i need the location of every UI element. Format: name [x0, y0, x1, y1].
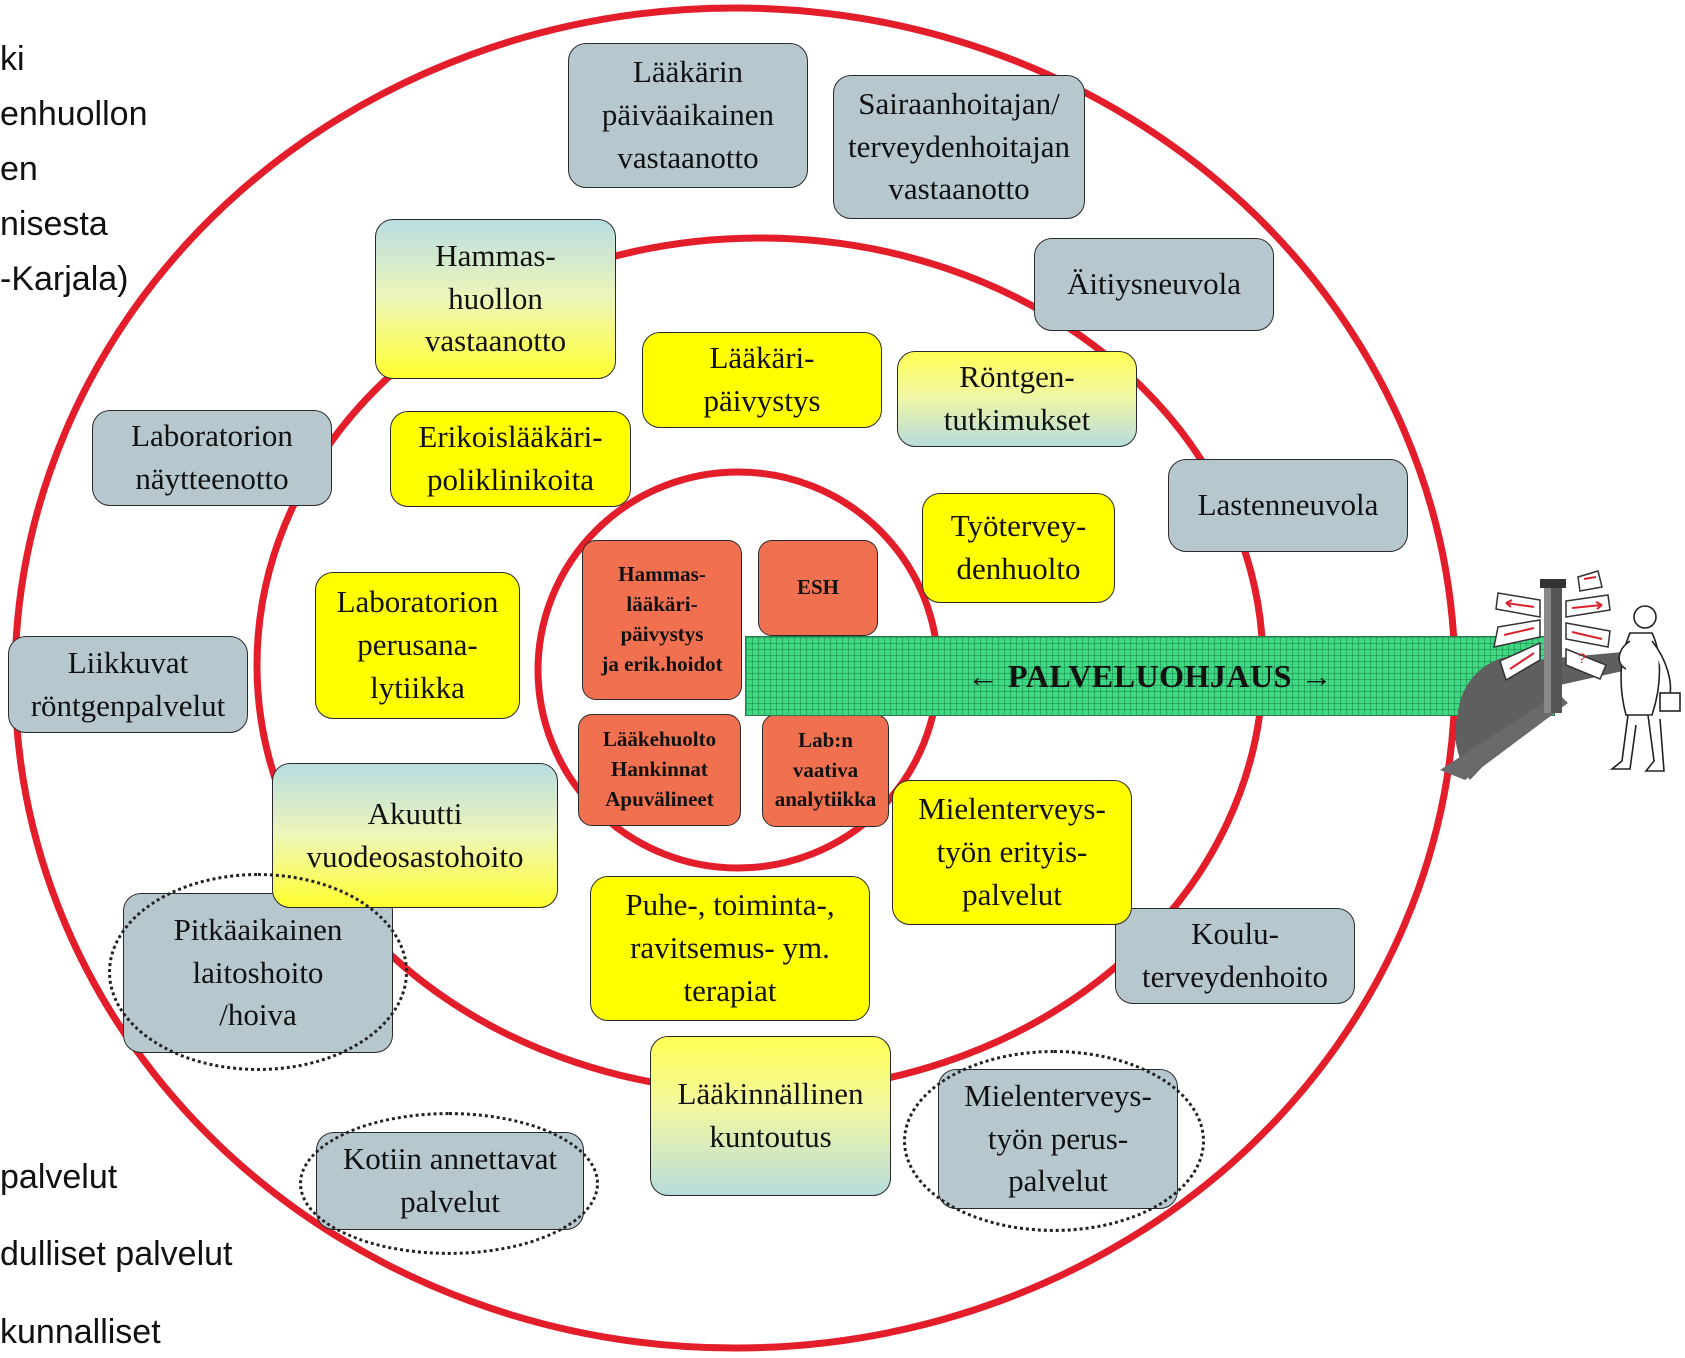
core-dental-oncall: Hammas- lääkäri- päivystys ja erik.hoido… — [582, 540, 742, 700]
service-guidance-bar: ← PALVELUOHJAUS → — [745, 636, 1555, 716]
box-acute-ward: Akuutti vuodeosastohoito — [272, 763, 558, 908]
left-text-line-4: nisesta — [0, 205, 108, 243]
box-therapies: Puhe-, toiminta-, ravitsemus- ym. terapi… — [590, 876, 870, 1021]
box-lab-sampling: Laboratorion näytteenotto — [92, 410, 332, 506]
left-text-line-2: enhuollon — [0, 95, 148, 133]
box-school-health: Koulu- terveydenhoito — [1115, 908, 1355, 1004]
core-pharmacy: Lääkehuolto Hankinnat Apuvälineet — [578, 714, 741, 826]
box-label: Röntgen- tutkimukset — [943, 359, 1091, 437]
box-label: Erikoislääkäri- poliklinikoita — [418, 419, 603, 497]
box-specialist-clinics: Erikoislääkäri- poliklinikoita — [390, 411, 631, 507]
box-home-services: Kotiin annettavat palvelut — [316, 1132, 584, 1230]
left-text-line-1: ki — [0, 40, 25, 78]
core-label: Lab:n vaativa analytiikka — [774, 727, 877, 812]
core-label: Hammas- lääkäri- päivystys ja erik.hoido… — [601, 562, 723, 676]
box-label: Pitkäaikainen laitoshoito /hoiva — [173, 911, 343, 1033]
box-longterm-care: Pitkäaikainen laitoshoito /hoiva — [123, 893, 393, 1053]
box-dental-reception: Hammas- huollon vastaanotto — [375, 219, 616, 379]
box-mental-basic: Mielenterveys- työn perus- palvelut — [938, 1069, 1178, 1209]
signpost-figure-icon: ? — [1440, 570, 1681, 780]
box-doctor-oncall: Lääkäri- päivystys — [642, 332, 882, 428]
box-label: Laboratorion perusana- lytiikka — [336, 584, 499, 705]
left-text-line-6: palvelut — [0, 1158, 118, 1196]
box-label: Akuutti vuodeosastohoito — [306, 795, 524, 874]
left-text-line-8: kunnalliset — [0, 1313, 161, 1351]
box-doctor-daytime: Lääkärin päiväaikainen vastaanotto — [568, 43, 808, 188]
service-guidance-label: ← PALVELUOHJAUS → — [967, 657, 1333, 694]
left-text-line-3: en — [0, 150, 38, 188]
box-lab-basic: Laboratorion perusana- lytiikka — [315, 572, 520, 719]
box-nurse-reception: Sairaanhoitajan/ terveydenhoitajan vasta… — [833, 75, 1085, 219]
core-label: ESH — [796, 575, 840, 600]
box-label: Työtervey- denhuolto — [950, 508, 1087, 586]
core-label: Lääkehuolto Hankinnat Apuvälineet — [602, 727, 717, 811]
box-label: Liikkuvat röntgenpalvelut — [30, 644, 226, 723]
core-lab-demanding: Lab:n vaativa analytiikka — [762, 714, 889, 827]
box-occupational-health: Työtervey- denhuolto — [922, 493, 1115, 603]
box-xray: Röntgen- tutkimukset — [897, 351, 1137, 447]
box-mobile-xray: Liikkuvat röntgenpalvelut — [8, 636, 248, 733]
core-esh: ESH — [758, 540, 878, 636]
box-mental-special: Mielenterveys- työn erityis- palvelut — [892, 780, 1132, 925]
box-label: Lääkäri- päivystys — [703, 340, 821, 418]
box-label: Lääkinnällinen kuntoutus — [677, 1076, 864, 1154]
box-label: Kotiin annettavat palvelut — [342, 1141, 558, 1219]
box-label: Äitiysneuvola — [1067, 266, 1241, 302]
box-label: Hammas- huollon vastaanotto — [424, 237, 567, 359]
box-label: Puhe-, toiminta-, ravitsemus- ym. terapi… — [625, 887, 835, 1008]
box-label: Koulu- terveydenhoito — [1142, 916, 1328, 994]
box-label: Lastenneuvola — [1197, 487, 1379, 523]
svg-text:?: ? — [1578, 650, 1586, 666]
box-label: Mielenterveys- työn perus- palvelut — [964, 1077, 1152, 1199]
box-label: Sairaanhoitajan/ terveydenhoitajan vasta… — [847, 85, 1071, 207]
box-label: Lääkärin päiväaikainen vastaanotto — [601, 54, 775, 175]
left-text-line-5: -Karjala) — [0, 260, 129, 298]
box-rehabilitation: Lääkinnällinen kuntoutus — [650, 1036, 891, 1196]
box-label: Mielenterveys- työn erityis- palvelut — [918, 791, 1106, 912]
left-text-line-7: dulliset palvelut — [0, 1235, 233, 1273]
box-maternity-clinic: Äitiysneuvola — [1034, 238, 1274, 331]
box-child-clinic: Lastenneuvola — [1168, 459, 1408, 552]
box-label: Laboratorion näytteenotto — [131, 418, 293, 496]
